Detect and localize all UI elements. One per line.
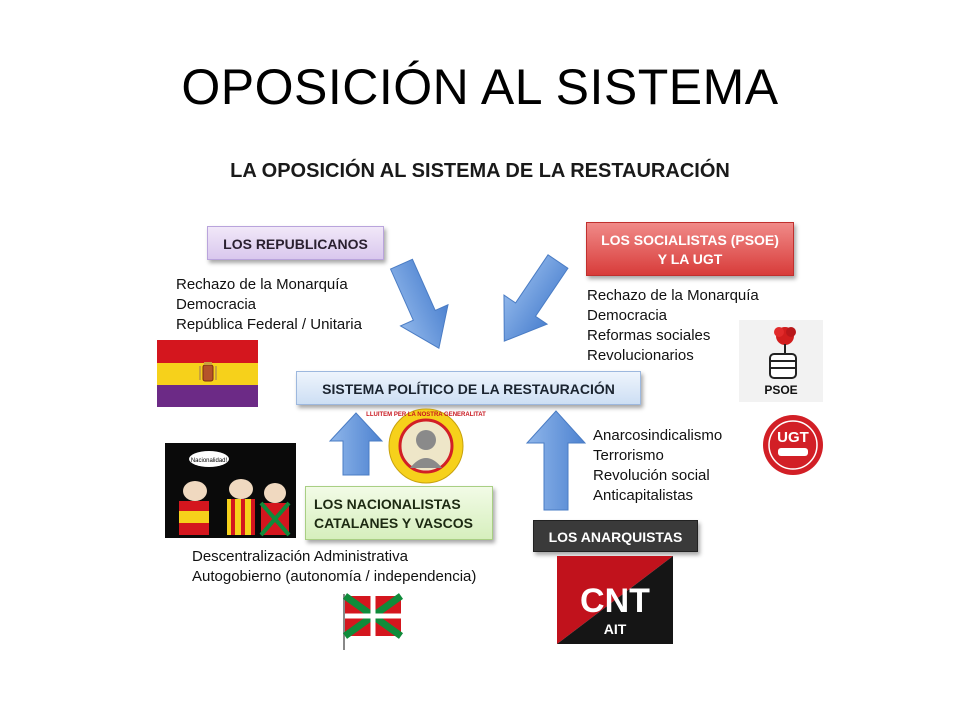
republicanos-point: Democracia <box>176 296 257 313</box>
box-sistema-politico: SISTEMA POLÍTICO DE LA RESTAURACIÓN <box>296 371 641 405</box>
arrow-anarquistas <box>525 410 587 511</box>
cartoon-figure-basque <box>259 483 291 537</box>
arrow-nacionalistas <box>328 412 384 476</box>
nationalist-cartoon-image: Nacionalidad! <box>165 443 296 538</box>
anarquistas-point: Terrorismo <box>593 447 664 464</box>
anarquistas-point: Anticapitalistas <box>593 487 694 504</box>
socialistas-point: Reformas sociales <box>587 327 711 344</box>
ugt-logo-text: UGT <box>777 429 809 446</box>
rose-icon <box>774 327 796 354</box>
cartoon-bubble-text: Nacionalidad! <box>191 458 228 464</box>
republican-flag-image <box>157 340 258 407</box>
anarquistas-point: Anarcosindicalismo <box>593 427 723 444</box>
fist-icon <box>769 353 797 379</box>
box-republicanos: LOS REPUBLICANOS <box>207 226 384 260</box>
socialistas-point: Rechazo de la Monarquía <box>587 287 759 304</box>
psoe-logo-image: PSOE <box>739 320 823 402</box>
republicanos-point: Rechazo de la Monarquía <box>176 276 348 293</box>
ugt-logo-image: UGT <box>763 415 823 475</box>
catalan-badge-image: LLUITEM PER LA NOSTRA GENERALITAT <box>366 408 486 484</box>
diagram-heading: LA OPOSICIÓN AL SISTEMA DE LA RESTAURACI… <box>230 160 730 182</box>
socialistas-points: Rechazo de la Monarquía Democracia Refor… <box>587 286 759 366</box>
ait-logo-text: AIT <box>604 621 627 637</box>
republicanos-point: República Federal / Unitaria <box>176 316 362 333</box>
anarquistas-point: Revolución social <box>593 467 710 484</box>
nacionalistas-point: Autogobierno (autonomía / independencia) <box>192 568 477 585</box>
box-socialistas-line1: LOS SOCIALISTAS (PSOE) <box>601 232 779 248</box>
basque-flag-image <box>342 593 404 650</box>
cartoon-figure-catalonia <box>227 479 255 535</box>
arrow-socialistas <box>503 254 569 342</box>
cnt-logo-text: CNT <box>580 582 650 620</box>
box-anarquistas: LOS ANARQUISTAS <box>533 520 698 552</box>
socialistas-point: Democracia <box>587 307 668 324</box>
psoe-logo-text: PSOE <box>764 383 797 397</box>
socialistas-point: Revolucionarios <box>587 347 694 364</box>
nacionalistas-point: Descentralización Administrativa <box>192 548 408 565</box>
box-socialistas-line2: Y LA UGT <box>657 251 723 267</box>
box-nacionalistas-line1: LOS NACIONALISTAS <box>314 496 461 512</box>
nacionalistas-points: Descentralización Administrativa Autogob… <box>192 547 476 587</box>
slide-title: OPOSICIÓN AL SISTEMA <box>181 59 779 115</box>
catalan-badge-text: LLUITEM PER LA NOSTRA GENERALITAT <box>366 412 486 418</box>
arrow-republicanos <box>389 258 449 349</box>
box-nacionalistas: LOS NACIONALISTAS CATALANES Y VASCOS <box>305 486 493 540</box>
coat-of-arms-icon <box>199 362 217 382</box>
box-socialistas: LOS SOCIALISTAS (PSOE) Y LA UGT <box>586 222 794 276</box>
cnt-ait-logo-image: CNT AIT <box>557 556 673 644</box>
portrait-icon <box>410 430 442 468</box>
republicanos-points: Rechazo de la Monarquía Democracia Repúb… <box>176 275 362 335</box>
anarquistas-points: Anarcosindicalismo Terrorismo Revolución… <box>593 426 722 506</box>
handshake-icon <box>778 448 808 456</box>
box-nacionalistas-line2: CATALANES Y VASCOS <box>314 515 473 531</box>
cartoon-figure-spain <box>179 481 209 535</box>
